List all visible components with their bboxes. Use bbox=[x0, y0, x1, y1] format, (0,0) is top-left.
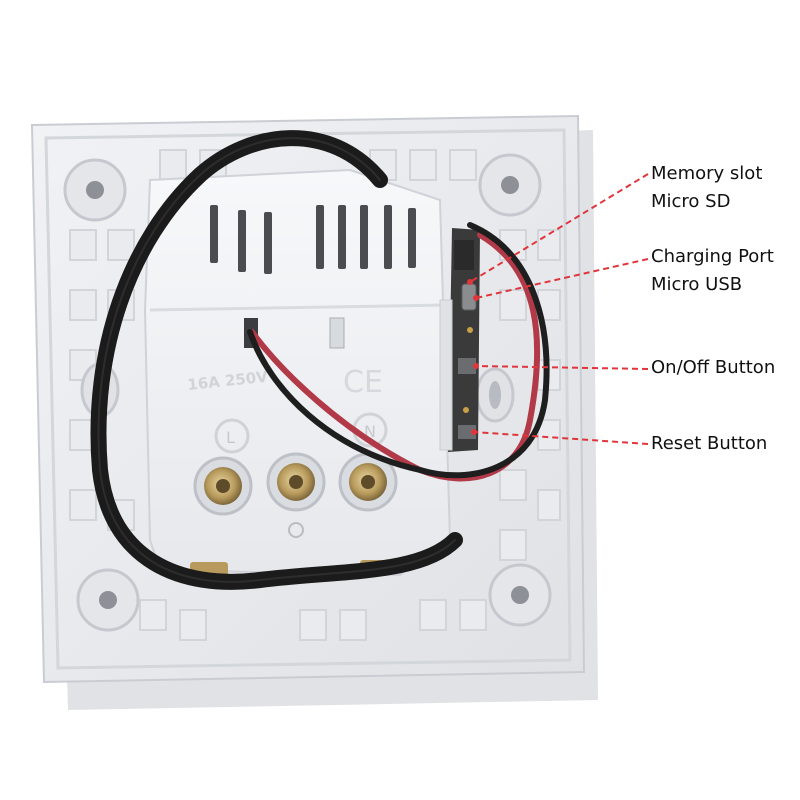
neutral-marking: N bbox=[364, 422, 376, 441]
socket-block bbox=[143, 168, 452, 577]
black-wire bbox=[247, 222, 550, 479]
callout-points bbox=[467, 279, 479, 435]
callout-charging-port-line1: Charging Port bbox=[651, 246, 774, 267]
ce-marking: CE bbox=[343, 365, 383, 400]
vent-slots bbox=[210, 205, 416, 274]
plate-grid bbox=[69, 149, 561, 641]
callout-on-off-button-line1: On/Off Button bbox=[651, 357, 776, 378]
callout-memory-slot: Memory slot Micro SD bbox=[651, 160, 762, 216]
callout-memory-slot-line1: Memory slot bbox=[651, 163, 763, 184]
callout-reset-button-line1: Reset Button bbox=[651, 433, 768, 454]
screw-holes bbox=[63, 153, 552, 632]
live-marking: L bbox=[226, 428, 235, 447]
callout-leader-lines bbox=[469, 173, 649, 445]
callout-memory-slot-line2: Micro SD bbox=[651, 191, 731, 212]
terminal-screws bbox=[193, 452, 398, 516]
callout-reset-button: Reset Button bbox=[651, 430, 767, 458]
callout-charging-port: Charging Port Micro USB bbox=[651, 243, 774, 299]
callout-charging-port-line2: Micro USB bbox=[651, 274, 743, 295]
callout-on-off-button: On/Off Button bbox=[651, 354, 775, 382]
